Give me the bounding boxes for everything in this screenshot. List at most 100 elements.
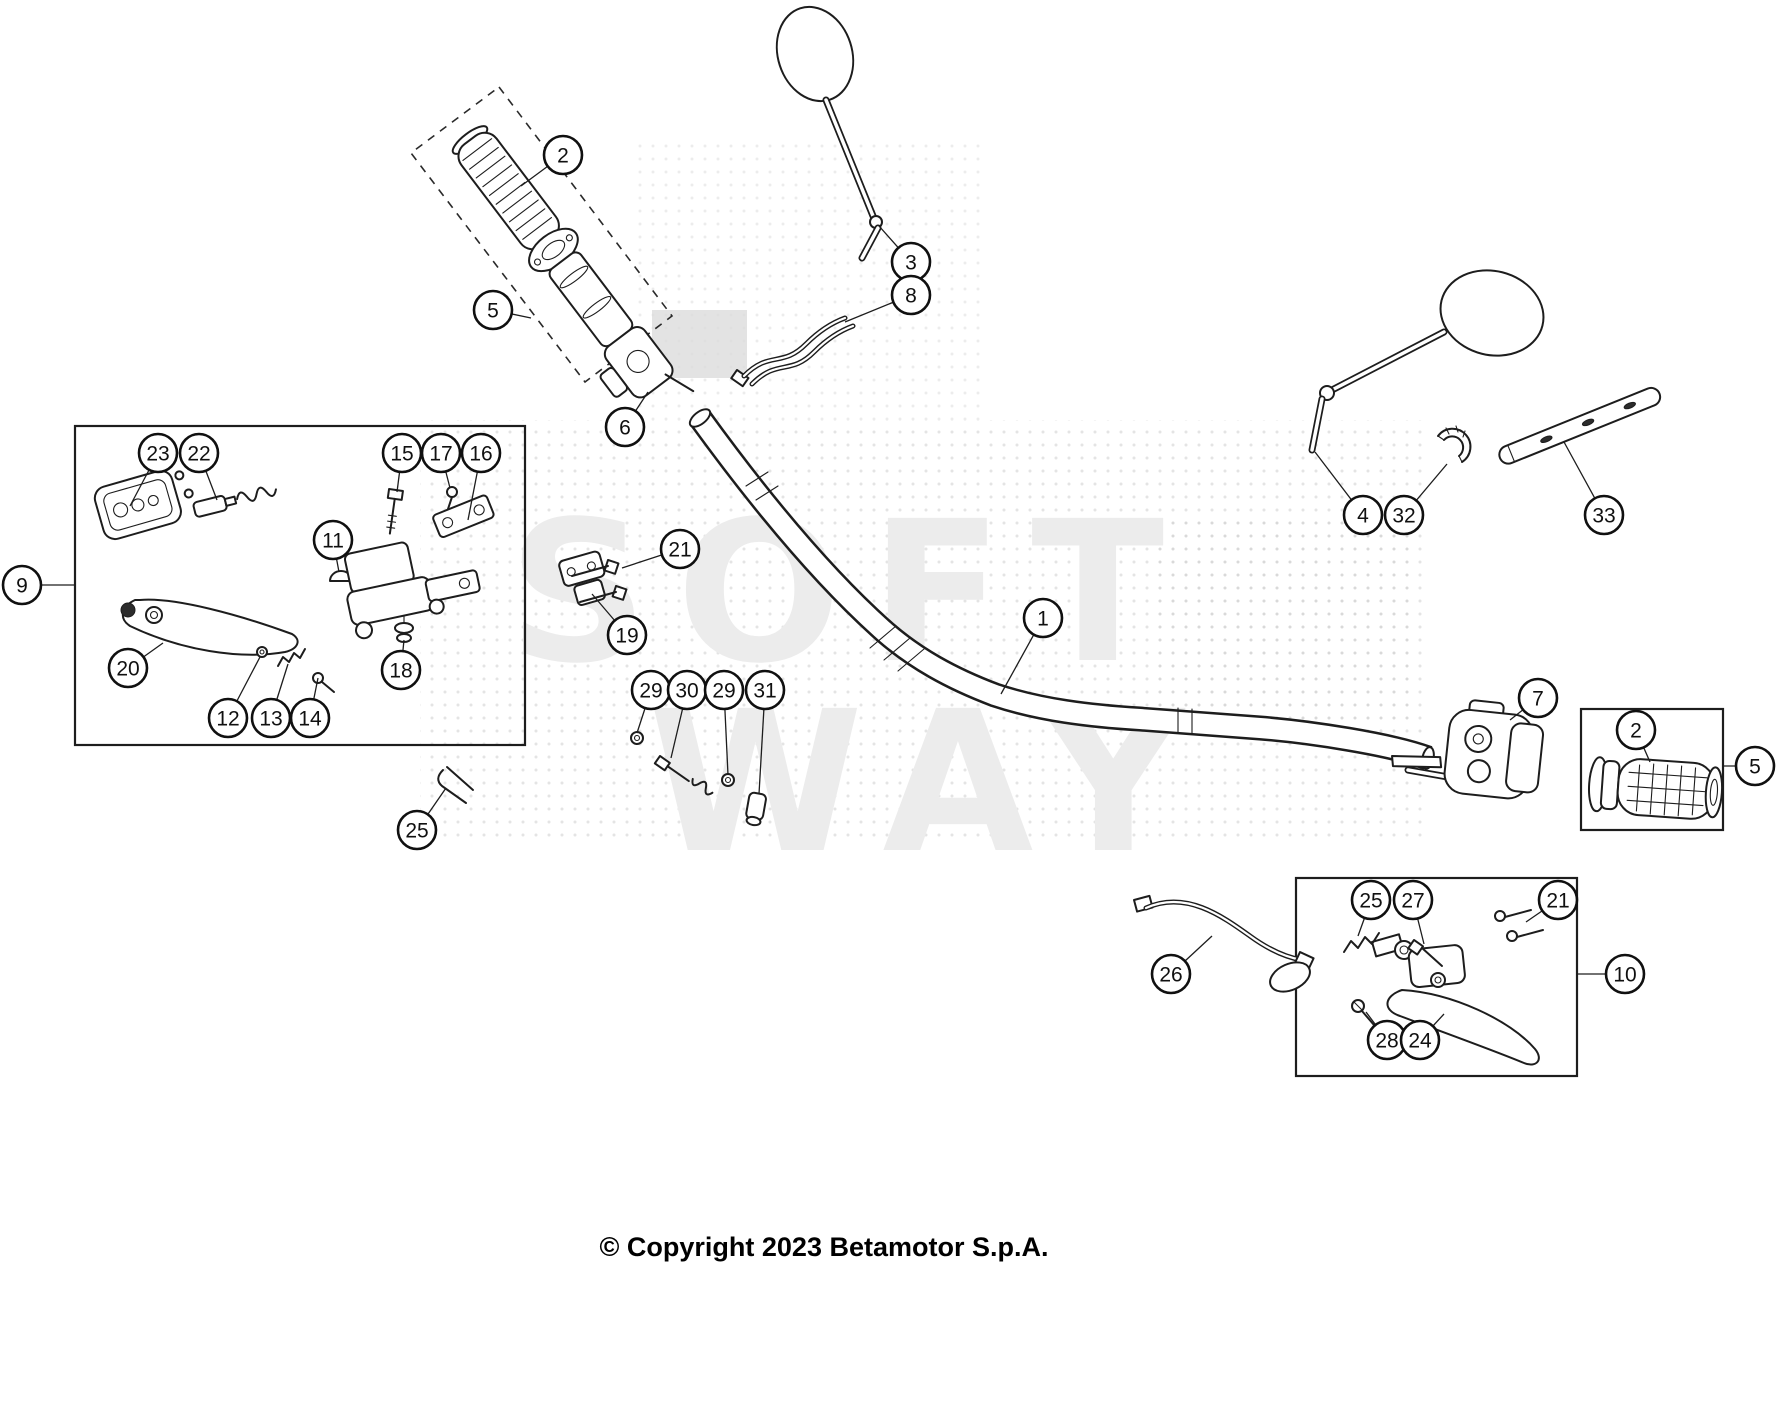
svg-text:26: 26 (1159, 964, 1182, 987)
part-clutch-master-group (93, 469, 628, 693)
callout-balloon-18: 18 (380, 649, 422, 691)
part-lever-hardware (1343, 909, 1544, 1026)
part-wire-clamp (1437, 425, 1472, 463)
svg-text:32: 32 (1392, 505, 1415, 528)
svg-text:2: 2 (557, 145, 569, 168)
callout-balloon-15: 15 (381, 432, 423, 474)
svg-text:24: 24 (1408, 1030, 1432, 1053)
part-bolt-15 (386, 488, 404, 535)
part-clamp-plate-16 (432, 494, 495, 539)
callout-balloon-5: 5 (472, 289, 514, 331)
part-clutch-lever-20 (120, 598, 299, 656)
throttle-tube (548, 251, 634, 348)
throttle-grip-group-box (409, 85, 674, 384)
callout-balloon-30: 30 (666, 669, 708, 711)
callout-balloon-32: 32 (1383, 494, 1425, 536)
callout-balloon-24: 24 (1399, 1019, 1441, 1061)
part-fasteners-12-13-14 (256, 646, 335, 693)
part-dust-boot (1269, 961, 1311, 993)
svg-text:1: 1 (1037, 608, 1049, 631)
callout-balloon-3: 3 (890, 241, 932, 283)
right-grip-group-box (1579, 707, 1725, 832)
callout-balloon-11: 11 (312, 519, 354, 561)
part-adjuster-spring (192, 486, 277, 518)
callout-balloon-23: 23 (137, 432, 179, 474)
svg-text:10: 10 (1613, 964, 1636, 987)
callout-balloon-21: 21 (659, 528, 701, 570)
callout-balloon-21: 21 (1537, 879, 1579, 921)
svg-text:5: 5 (1749, 756, 1761, 779)
part-switch-unit (1391, 699, 1545, 800)
svg-text:8: 8 (905, 285, 917, 308)
part-throttle-grip-assembly (451, 125, 695, 399)
svg-text:12: 12 (216, 708, 239, 731)
callout-balloon-29: 29 (703, 669, 745, 711)
part-throttle-cables (730, 315, 856, 388)
svg-text:25: 25 (1359, 890, 1382, 913)
svg-text:18: 18 (389, 660, 412, 683)
callout-balloon-19: 19 (606, 614, 648, 656)
part-small-hardware-29-31 (630, 731, 767, 827)
callout-balloon-31: 31 (744, 669, 786, 711)
callout-balloon-17: 17 (420, 432, 462, 474)
copyright-text: © Copyright 2023 Betamotor S.p.A. (599, 1232, 1049, 1262)
handlebar-left-end (688, 408, 712, 428)
callout-balloon-28: 28 (1366, 1019, 1408, 1061)
svg-text:2: 2 (1630, 720, 1642, 743)
callout-balloon-1: 1 (1022, 597, 1064, 639)
callout-balloon-2: 2 (1615, 709, 1657, 751)
part-nut-18 (394, 615, 414, 643)
part-master-cylinder-body (343, 541, 481, 640)
svg-text:9: 9 (16, 575, 28, 598)
part-cotter-pin (437, 766, 474, 804)
callout-balloon-22: 22 (178, 432, 220, 474)
callout-balloon-7: 7 (1517, 677, 1559, 719)
handlebar-knurl-marks (745, 471, 1193, 734)
svg-text:33: 33 (1592, 505, 1615, 528)
part-mirror-right (1308, 269, 1545, 454)
svg-text:13: 13 (259, 708, 282, 731)
part-mirror-left (775, 5, 883, 262)
svg-text:21: 21 (1546, 890, 1569, 913)
part-lever-assembly-group (1133, 894, 1544, 1066)
callout-balloon-29: 29 (630, 669, 672, 711)
svg-text:30: 30 (675, 680, 698, 703)
svg-text:3: 3 (905, 252, 917, 275)
svg-text:29: 29 (712, 680, 735, 703)
svg-text:19: 19 (615, 625, 638, 648)
part-right-grip (1588, 756, 1724, 820)
part-bracket-19 (558, 550, 606, 606)
callout-balloon-26: 26 (1150, 953, 1192, 995)
svg-text:29: 29 (639, 680, 662, 703)
callout-balloon-8: 8 (890, 274, 932, 316)
svg-text:7: 7 (1532, 688, 1544, 711)
svg-text:5: 5 (487, 300, 499, 323)
callout-balloon-14: 14 (289, 697, 331, 739)
part-bolts-21 (571, 559, 628, 603)
part-bar-strap (1498, 386, 1662, 465)
svg-text:22: 22 (187, 443, 210, 466)
callout-balloon-13: 13 (250, 697, 292, 739)
svg-text:11: 11 (322, 530, 344, 553)
callout-balloon-10: 10 (1604, 953, 1646, 995)
svg-text:28: 28 (1375, 1030, 1398, 1053)
svg-text:4: 4 (1357, 505, 1369, 528)
svg-text:21: 21 (668, 539, 691, 562)
part-cable-26 (1133, 894, 1315, 972)
svg-text:25: 25 (405, 820, 428, 843)
callout-balloon-16: 16 (460, 432, 502, 474)
callout-balloon-6: 6 (604, 406, 646, 448)
callout-balloon-33: 33 (1583, 494, 1625, 536)
svg-text:15: 15 (390, 443, 413, 466)
callout-balloon-4: 4 (1342, 494, 1384, 536)
callout-balloon-25: 25 (396, 809, 438, 851)
callout-balloon-25: 25 (1350, 879, 1392, 921)
svg-text:20: 20 (116, 658, 139, 681)
part-switch-cover (93, 469, 194, 541)
callout-balloon-12: 12 (207, 697, 249, 739)
svg-text:6: 6 (619, 417, 631, 440)
svg-text:23: 23 (146, 443, 169, 466)
